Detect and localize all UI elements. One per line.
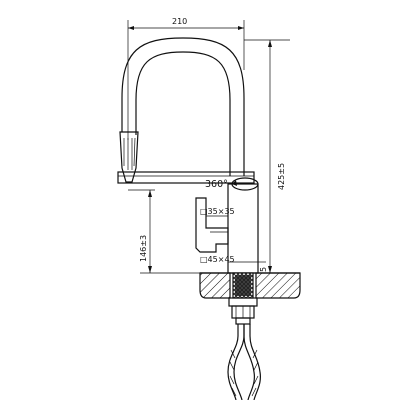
spray-head [119, 131, 139, 183]
handle-square-label: □35×35 [200, 207, 235, 216]
total-height-label: 425±5 [277, 163, 286, 190]
spout-height-dimension: 146±3 [128, 189, 200, 274]
spout-height-label: 146±3 [139, 235, 148, 262]
supply-hoses [227, 324, 261, 400]
total-height-dimension: 425±5 [244, 39, 290, 273]
top-width-dimension: 210 [127, 17, 245, 140]
mounting-shank [232, 272, 254, 299]
base-square-label: □45×45 [200, 255, 235, 264]
holder-arm [117, 171, 255, 184]
fixing-nut [228, 297, 258, 325]
lever-handle: □35×35 [195, 197, 235, 253]
spring-spout-arch [121, 37, 245, 176]
countertop [199, 272, 301, 299]
base-thickness-label: 5 [259, 267, 268, 272]
width-label: 210 [172, 17, 187, 26]
rotation-label: 360° [205, 179, 228, 190]
